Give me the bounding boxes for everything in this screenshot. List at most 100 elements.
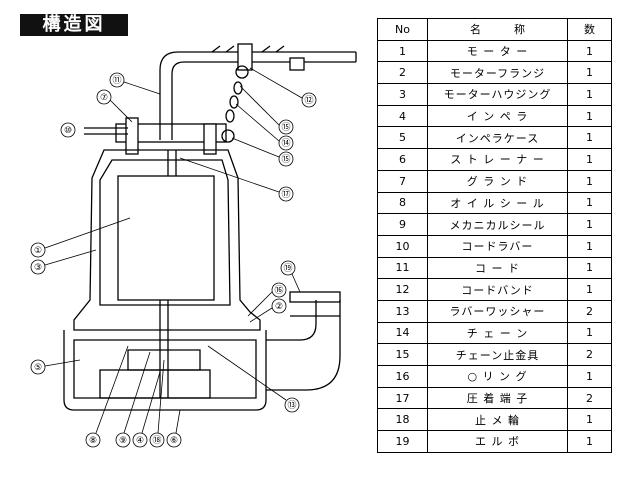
part-name: 圧 着 端 子 [427, 386, 568, 410]
part-number: 3 [377, 83, 428, 106]
callout-10: ⑩ [60, 122, 76, 138]
part-number: 2 [377, 61, 428, 85]
part-name: エ ル ボ [427, 430, 568, 453]
callout-9: ⑨ [115, 351, 151, 448]
part-name: モーターフランジ [427, 61, 568, 85]
svg-text:⑦: ⑦ [100, 93, 108, 103]
impeller-case [63, 300, 267, 411]
part-name: モーターハウジング [427, 83, 568, 106]
callout-19: ⑲ [280, 260, 301, 293]
callout-3: ③ [30, 249, 97, 275]
part-number: 14 [377, 321, 428, 345]
part-number: 17 [377, 386, 428, 410]
part-quantity: 1 [567, 234, 612, 258]
svg-text:⑤: ⑤ [34, 363, 42, 373]
chain [221, 65, 249, 143]
part-number: 11 [377, 256, 428, 280]
callout-4: ④ [132, 371, 161, 448]
part-number: 5 [377, 126, 428, 150]
callout-18: ⑱ [149, 359, 165, 448]
part-name: ○ リ ン グ [427, 365, 568, 388]
part-quantity: 1 [567, 256, 612, 280]
part-name: モ ー タ ー [427, 39, 568, 63]
part-quantity: 1 [567, 365, 612, 388]
pump-cross-section-diagram: ⑪ ⑦ ⑩ ⑫ ⑮ ⑭ ⑮ ⑰ ① ③ ⑲ ⑯ ② ⑤ ⑬ ⑧ ⑨ ④ ⑱ ⑥ [30, 43, 357, 448]
part-quantity: 1 [567, 213, 612, 236]
part-number: 18 [377, 408, 428, 432]
part-quantity: 1 [567, 278, 612, 301]
header-no: No [377, 18, 428, 41]
part-number: 8 [377, 191, 428, 215]
part-number: 13 [377, 299, 428, 323]
part-number: 7 [377, 169, 428, 193]
part-name: ス ト レ ー ナ ー [427, 148, 568, 171]
part-name: チ ェ ー ン [427, 321, 568, 345]
callout-13: ⑬ [207, 345, 300, 413]
part-number: 19 [377, 430, 428, 453]
svg-text:⑮: ⑮ [281, 122, 290, 133]
part-quantity: 2 [567, 299, 612, 323]
part-number: 4 [377, 104, 428, 128]
svg-text:⑭: ⑭ [281, 138, 290, 149]
svg-text:⑪: ⑪ [112, 75, 121, 86]
part-quantity: 1 [567, 104, 612, 128]
part-name: コ ー ド [427, 256, 568, 280]
svg-text:⑮: ⑮ [281, 154, 290, 165]
motor-flange [84, 117, 227, 155]
callout-5: ⑤ [30, 359, 81, 375]
callout-16: ⑯ [247, 282, 287, 317]
header-qty: 数 [567, 18, 612, 41]
part-name: オ イ ル シ ー ル [427, 191, 568, 215]
part-quantity: 1 [567, 321, 612, 345]
callout-1: ① [30, 217, 131, 258]
callout-labels: ⑪ ⑦ ⑩ ⑫ ⑮ ⑭ ⑮ ⑰ ① ③ ⑲ ⑯ ② ⑤ ⑬ ⑧ ⑨ ④ ⑱ ⑥ [30, 67, 317, 448]
part-name: チェーン止金具 [427, 343, 568, 366]
svg-text:⑩: ⑩ [64, 126, 72, 136]
svg-text:⑫: ⑫ [304, 95, 313, 106]
part-name: イ ン ペ ラ [427, 104, 568, 128]
page-title: 構造図 [20, 14, 128, 36]
svg-text:③: ③ [34, 263, 42, 273]
part-number: 6 [377, 148, 428, 171]
svg-text:⑲: ⑲ [283, 263, 292, 274]
svg-text:⑥: ⑥ [170, 436, 178, 446]
elbow [266, 291, 341, 391]
part-name: インペラケース [427, 126, 568, 150]
svg-text:⑯: ⑯ [274, 285, 283, 296]
callout-17: ⑰ [179, 157, 294, 202]
part-name: メカニカルシール [427, 213, 568, 236]
part-number: 16 [377, 365, 428, 388]
svg-text:①: ① [34, 246, 42, 256]
cord-pipe [159, 43, 357, 140]
part-name: コードバンド [427, 278, 568, 301]
svg-text:④: ④ [136, 436, 144, 446]
svg-text:⑧: ⑧ [89, 436, 97, 446]
part-quantity: 1 [567, 430, 612, 453]
part-quantity: 1 [567, 191, 612, 215]
callout-12: ⑫ [249, 67, 317, 108]
header-name: 名 称 [427, 18, 568, 41]
part-quantity: 1 [567, 61, 612, 85]
callout-8: ⑧ [85, 345, 129, 448]
callout-11: ⑪ [109, 72, 161, 95]
part-number: 9 [377, 213, 428, 236]
svg-text:②: ② [275, 302, 283, 312]
part-number: 1 [377, 39, 428, 63]
part-number: 12 [377, 278, 428, 301]
part-quantity: 2 [567, 343, 612, 366]
part-number: 10 [377, 234, 428, 258]
